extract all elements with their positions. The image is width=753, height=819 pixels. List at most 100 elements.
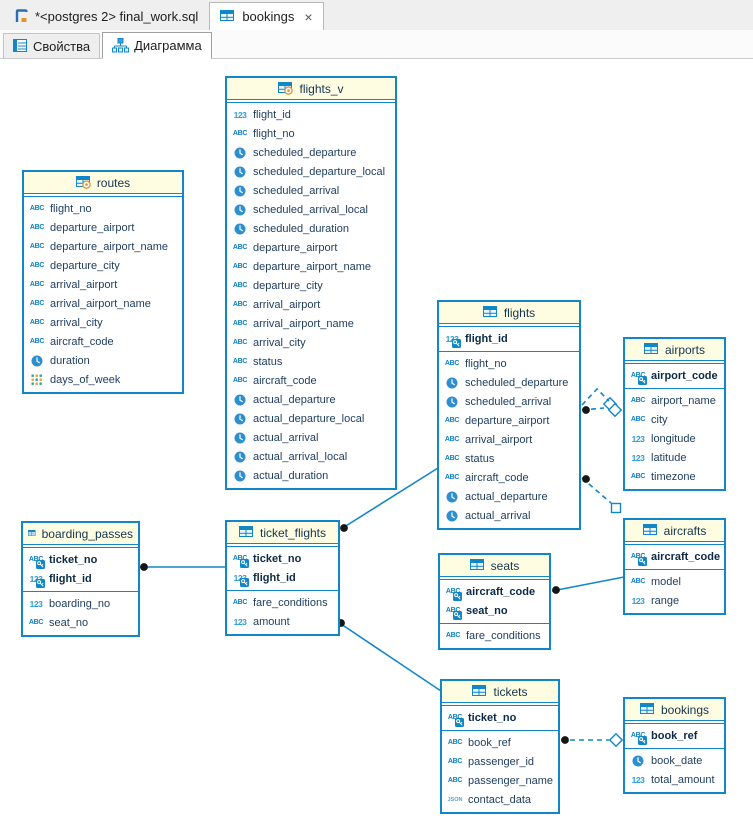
column-row[interactable]: actual_arrival_local <box>227 447 395 466</box>
column-row[interactable]: scheduled_departure <box>227 143 395 162</box>
relationship-line[interactable] <box>581 387 610 406</box>
entity-header[interactable]: boarding_passes <box>23 523 138 545</box>
column-row[interactable]: actual_departure_local <box>227 409 395 428</box>
editor-tab-bookings[interactable]: bookings× <box>209 2 324 31</box>
relationship-line[interactable] <box>337 621 442 692</box>
close-icon[interactable]: × <box>304 8 313 25</box>
entity-header[interactable]: seats <box>440 555 549 577</box>
column-row[interactable]: days_of_week <box>24 370 182 389</box>
relationship-line[interactable] <box>581 477 612 504</box>
tab-diagram[interactable]: Диаграмма <box>102 32 212 59</box>
column-row[interactable]: actual_arrival <box>227 428 395 447</box>
relationship-line[interactable] <box>551 576 625 592</box>
column-row[interactable]: actual_departure <box>439 487 579 506</box>
column-row[interactable]: book_date <box>625 751 724 770</box>
entity-header[interactable]: flights_v <box>227 78 395 100</box>
column-row[interactable]: actual_departure <box>227 390 395 409</box>
column-row[interactable]: actual_duration <box>227 466 395 485</box>
column-name: seat_no <box>466 604 508 617</box>
entity-header[interactable]: airports <box>625 339 724 361</box>
editor-tab--postgres-2-final-work-sql[interactable]: *<postgres 2> final_work.sql <box>2 2 209 30</box>
column-row[interactable]: scheduled_departure_local <box>227 162 395 181</box>
column-row[interactable]: scheduled_departure <box>439 373 579 392</box>
entity-header[interactable]: bookings <box>625 699 724 721</box>
column-row[interactable]: scheduled_duration <box>227 219 395 238</box>
entity-header[interactable]: flights <box>439 302 579 324</box>
tab-properties[interactable]: Свойства <box>3 33 101 58</box>
entity-header[interactable]: tickets <box>442 681 558 703</box>
column-name: latitude <box>651 451 687 464</box>
column-row[interactable]: actual_arrival <box>439 506 579 525</box>
column-row[interactable]: scheduled_arrival <box>439 392 579 411</box>
column-row[interactable]: duration <box>24 351 182 370</box>
column-row[interactable]: scheduled_arrival <box>227 181 395 200</box>
entity-header[interactable]: routes <box>24 172 182 194</box>
entity-header[interactable]: aircrafts <box>625 520 724 542</box>
entity-header[interactable]: ticket_flights <box>227 522 338 544</box>
relationship-line[interactable] <box>340 467 439 530</box>
column-row[interactable]: scheduled_arrival_local <box>227 200 395 219</box>
